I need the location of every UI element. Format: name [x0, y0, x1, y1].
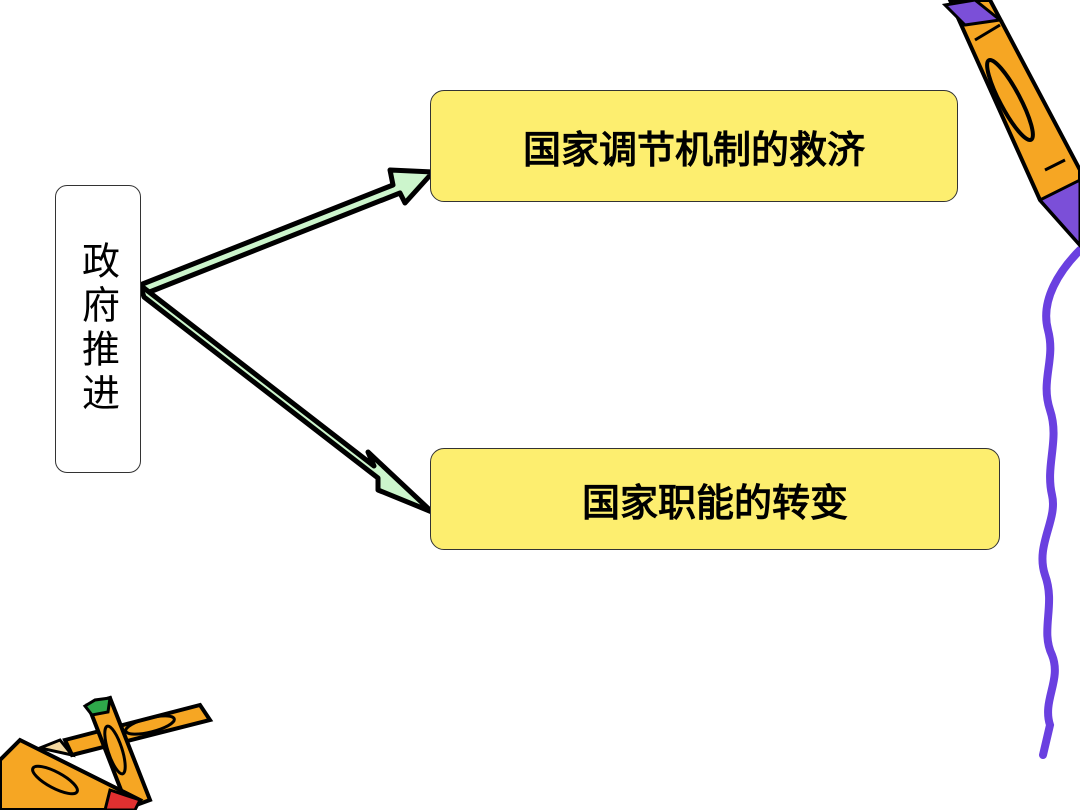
target-label-top: 国家调节机制的救济	[522, 127, 865, 172]
target-box-top: 国家调节机制的救济	[430, 90, 958, 202]
arrow-to-bottom	[137, 282, 435, 515]
pencils-cluster-icon	[0, 695, 214, 810]
arrow-to-top	[137, 167, 436, 296]
source-box: 政府推进	[55, 185, 141, 473]
squiggle-decoration	[1038, 246, 1080, 759]
target-box-bottom: 国家职能的转变	[430, 448, 1000, 550]
target-label-bottom: 国家职能的转变	[581, 480, 848, 525]
pencil-icon	[941, 0, 1080, 249]
source-label: 政府推进	[75, 241, 120, 417]
